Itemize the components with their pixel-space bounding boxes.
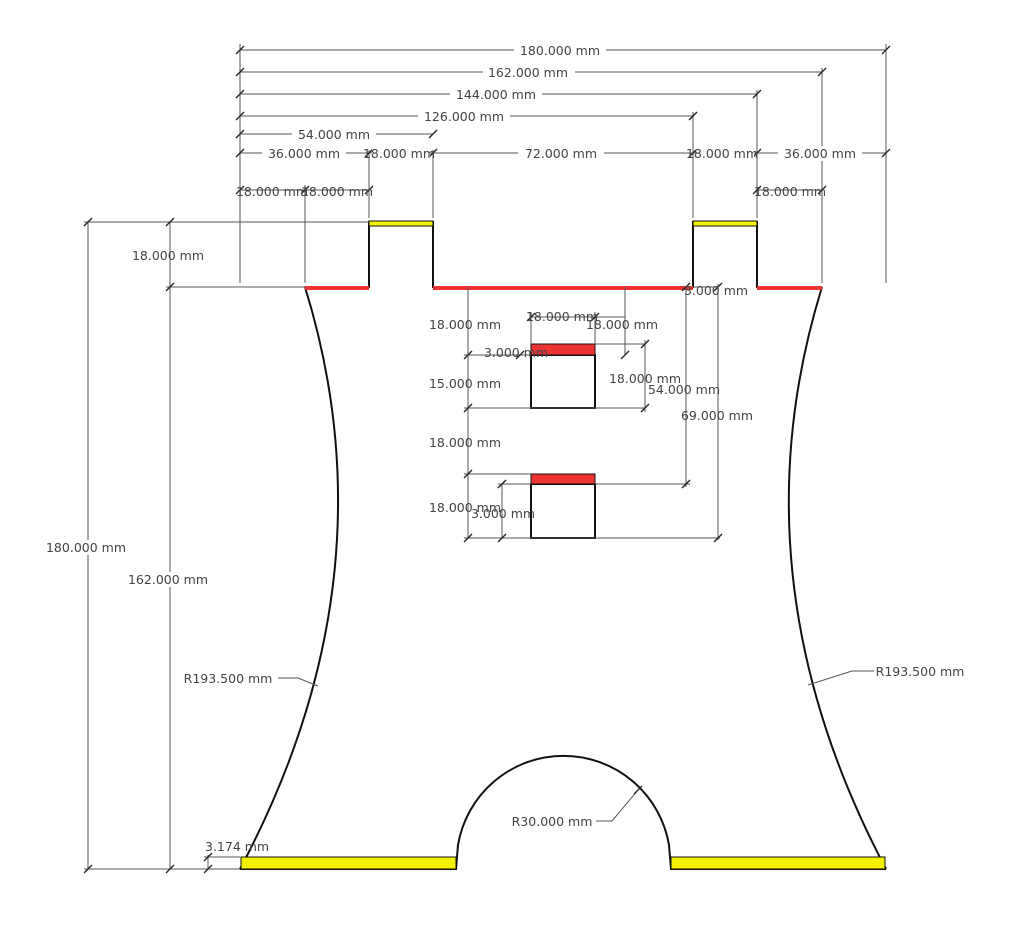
dim-slot2-height: 18.000 mm (429, 500, 501, 515)
outline-top-edge (305, 221, 822, 288)
slot-lower-red-edge (530, 473, 596, 485)
outline-left-arc (239, 286, 340, 870)
yellow-edge-bottom-left (240, 856, 457, 870)
dim-seg-36-left: 36.000 mm (268, 146, 340, 161)
dim-seg-18-right: 18.000 mm (686, 146, 758, 161)
dim-radius-arch: R30.000 mm (512, 814, 593, 829)
dim-slot-side-offset: 18.000 mm (586, 317, 658, 332)
yellow-edge-bottom-right (670, 856, 886, 870)
dim-slot-top-offset: 18.000 mm (429, 317, 501, 332)
red-edge-top-left (305, 286, 369, 290)
slots (530, 343, 596, 539)
outline-bottom-edge (240, 754, 886, 870)
dim-slot1-inner: 3.000 mm (484, 345, 548, 360)
dim-row3-18-b: 18.000 mm (301, 184, 373, 199)
dim-seg-72: 72.000 mm (525, 146, 597, 161)
dim-top-total: 180.000 mm (520, 43, 600, 58)
dim-slot-spacing: 18.000 mm (429, 435, 501, 450)
yellow-edge-tab-left (368, 220, 434, 227)
slot-upper-red-edge (530, 343, 596, 356)
dim-right-18: 18.000 mm (609, 371, 681, 386)
dimension-lines (84, 44, 887, 870)
dim-slot2-inner: 3.000 mm (471, 506, 535, 521)
dim-left-tab-height: 18.000 mm (132, 248, 204, 263)
outline-right-arc (787, 286, 887, 870)
dim-left-total-height: 180.000 mm (46, 540, 126, 555)
dim-row3-18-c: 18.000 mm (754, 184, 826, 199)
dim-top-54: 54.000 mm (298, 127, 370, 142)
slot-upper (530, 354, 596, 409)
dim-top-144: 144.000 mm (456, 87, 536, 102)
red-edge-top-middle (433, 286, 693, 290)
dim-row3-18-a: 18.000 mm (236, 184, 308, 199)
dim-slot1-height: 15.000 mm (429, 376, 501, 391)
dim-right-54: 54.000 mm (648, 382, 720, 397)
dim-seg-18-left: 18.000 mm (363, 146, 435, 161)
dim-radius-right: R193.500 mm (876, 664, 965, 679)
dim-mid-gap-small: 3.000 mm (684, 283, 748, 298)
yellow-edge-tab-right (692, 220, 758, 227)
dimension-labels: 180.000 mm 162.000 mm 144.000 mm 126.000… (40, 43, 964, 854)
dim-right-69: 69.000 mm (681, 408, 753, 423)
dim-slot-width: 18.000 mm (526, 309, 598, 324)
dim-top-162: 162.000 mm (488, 65, 568, 80)
highlighted-edges (240, 220, 886, 870)
red-edge-top-right (757, 286, 822, 290)
slot-lower (530, 483, 596, 539)
dim-left-162-height: 162.000 mm (128, 572, 208, 587)
dimension-ticks (83, 45, 891, 874)
dim-seg-36-right: 36.000 mm (784, 146, 856, 161)
dim-radius-left: R193.500 mm (184, 671, 273, 686)
dim-bottom-offset: 3.174 mm (205, 839, 269, 854)
dim-top-126: 126.000 mm (424, 109, 504, 124)
